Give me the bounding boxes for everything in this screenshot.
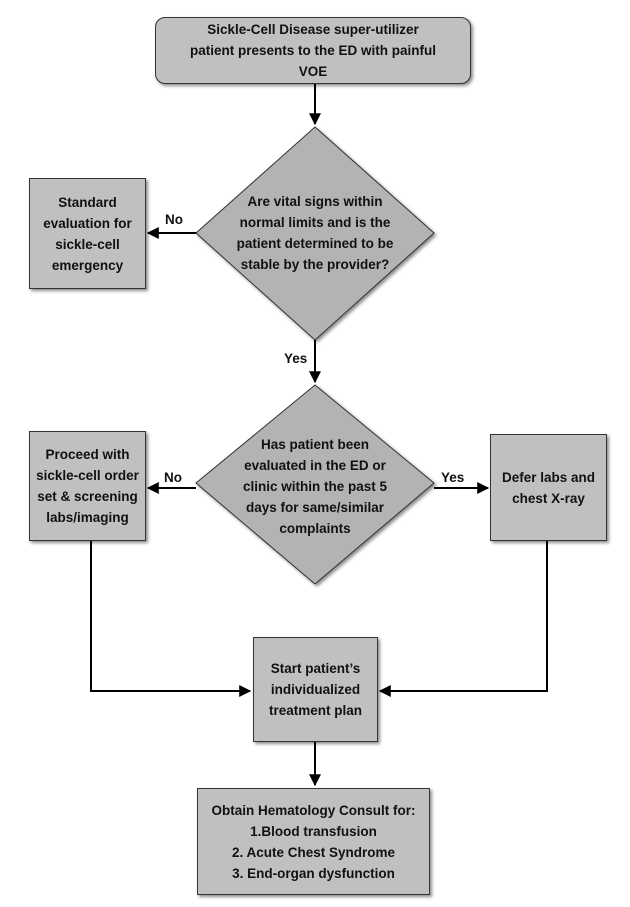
consult-item: 1.Blood transfusion: [250, 823, 377, 839]
consult-title: Obtain Hematology Consult for:: [211, 802, 416, 818]
evaluated-no-label: No: [164, 470, 182, 485]
evaluated-yes-label: Yes: [441, 470, 465, 485]
vitals-yes-label: Yes: [284, 351, 308, 366]
evaluated-decision-diamond: [195, 384, 435, 585]
standard-evaluation-node: Standard evaluation for sickle-cell emer…: [29, 178, 146, 289]
treatment-plan-node: Start patient’s individualized treatment…: [253, 637, 378, 742]
consult-item: 2. Acute Chest Syndrome: [231, 844, 396, 860]
vitals-question: Are vital signs within normal limits and…: [235, 175, 395, 291]
standard-evaluation-text: Standard evaluation for sickle-cell emer…: [43, 194, 132, 273]
consult-item: 3. End-organ dysfunction: [232, 865, 395, 881]
vitals-question-text: Are vital signs within normal limits and…: [236, 194, 394, 272]
treatment-plan-text: Start patient’s individualized treatment…: [268, 661, 363, 718]
proceed-text: Proceed with sickle-cell order set & scr…: [36, 447, 139, 525]
evaluated-question: Has patient been evaluated in the ED or …: [240, 430, 390, 542]
arrow-defer-to-treatment: [378, 541, 548, 697]
hematology-consult-node: Obtain Hematology Consult for: 1.Blood t…: [197, 788, 430, 895]
defer-text: Defer labs and chest X-ray: [501, 469, 596, 506]
start-node-text: Sickle-Cell Disease super-utilizer patie…: [189, 22, 436, 79]
defer-node: Defer labs and chest X-ray: [490, 434, 607, 541]
evaluated-question-text: Has patient been evaluated in the ED or …: [242, 436, 388, 536]
vitals-no-label: No: [165, 212, 183, 227]
start-node: Sickle-Cell Disease super-utilizer patie…: [155, 17, 471, 84]
arrow-proceed-to-treatment: [90, 541, 252, 697]
proceed-node: Proceed with sickle-cell order set & scr…: [29, 431, 146, 541]
